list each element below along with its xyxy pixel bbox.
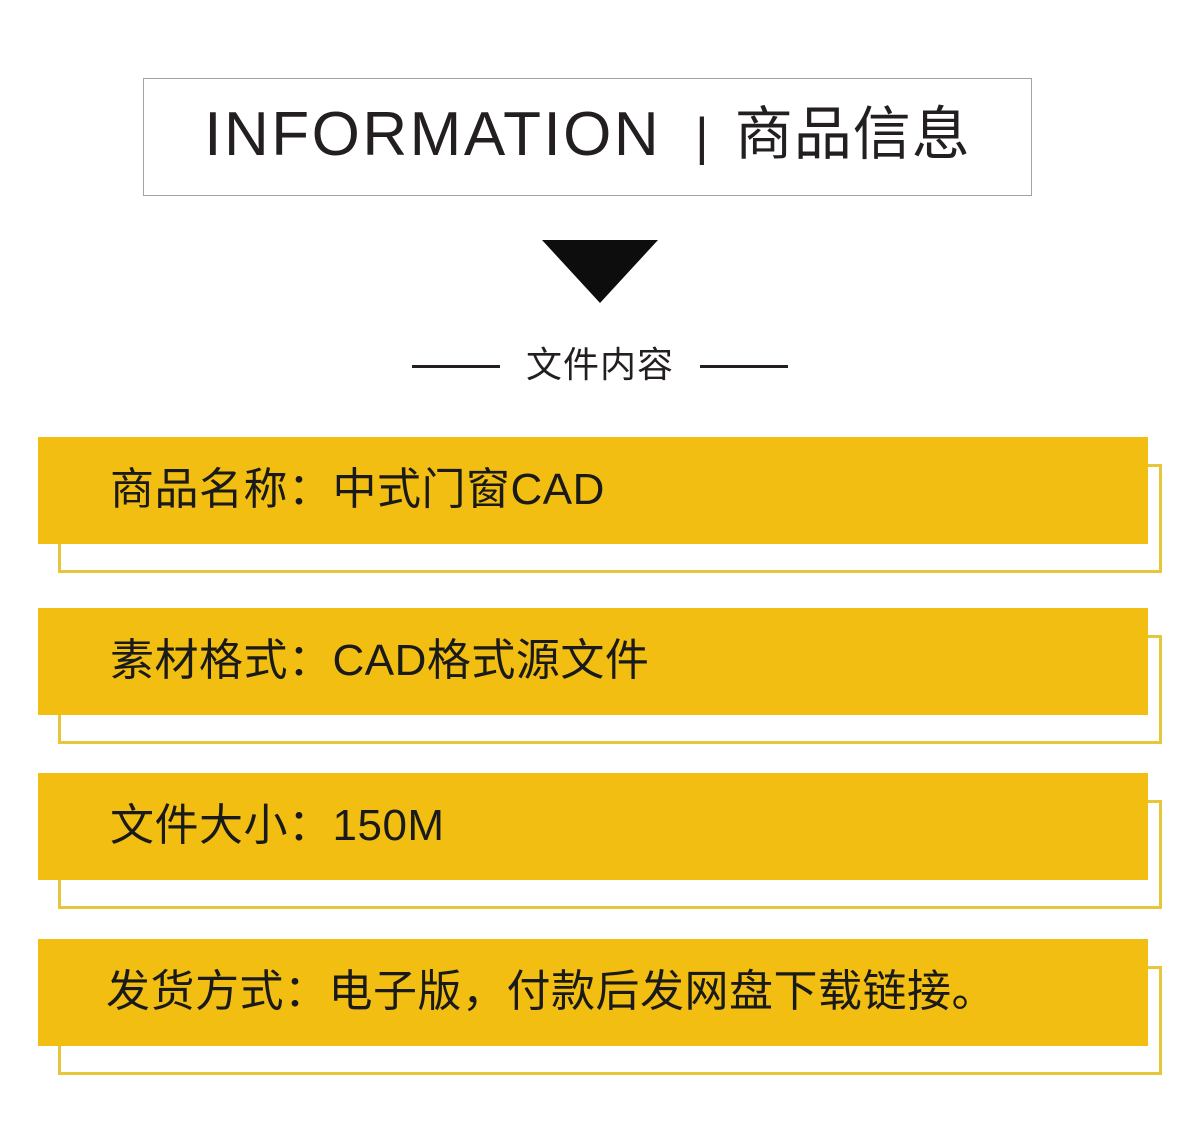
info-row-bar: 素材格式：CAD格式源文件 xyxy=(38,608,1148,715)
info-row-product-name: 商品名称：中式门窗CAD xyxy=(0,437,1200,577)
section-divider: 文件内容 xyxy=(0,344,1200,385)
info-row-file-size: 文件大小：150M xyxy=(0,773,1200,913)
info-row-text: 发货方式：电子版，付款后发网盘下载链接。 xyxy=(106,966,996,1016)
info-row-text: 文件大小：150M xyxy=(110,800,445,850)
header-title-group: INFORMATION | 商品信息 xyxy=(204,104,970,166)
info-row-bar: 文件大小：150M xyxy=(38,773,1148,880)
information-header-box: INFORMATION | 商品信息 xyxy=(143,78,1032,196)
info-row-material-format: 素材格式：CAD格式源文件 xyxy=(0,608,1200,748)
info-row-text: 素材格式：CAD格式源文件 xyxy=(110,635,650,685)
header-title-chinese: 商品信息 xyxy=(734,102,971,167)
divider-rule-right xyxy=(700,364,788,368)
section-divider-label: 文件内容 xyxy=(525,344,674,385)
down-triangle-icon xyxy=(542,240,658,303)
info-row-delivery-method: 发货方式：电子版，付款后发网盘下载链接。 xyxy=(0,939,1200,1079)
header-title-separator: | xyxy=(695,108,709,166)
info-row-text: 商品名称：中式门窗CAD xyxy=(110,464,605,514)
header-title-english: INFORMATION xyxy=(204,100,662,169)
divider-rule-left xyxy=(411,364,500,368)
info-row-bar: 发货方式：电子版，付款后发网盘下载链接。 xyxy=(38,939,1148,1046)
info-row-bar: 商品名称：中式门窗CAD xyxy=(38,437,1148,544)
